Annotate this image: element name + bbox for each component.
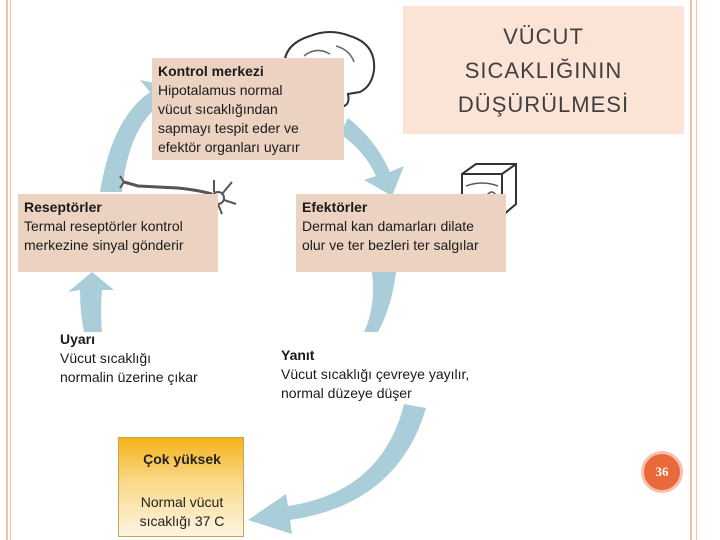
control-center-heading: Kontrol merkezi <box>158 63 264 79</box>
stimulus-heading: Uyarı <box>60 331 96 347</box>
effectors-line: olur ve ter bezleri ter salgılar <box>302 237 479 253</box>
frame-line <box>696 0 697 540</box>
response-line: Vücut sıcaklığı çevreye yayılır, <box>281 366 470 382</box>
effectors-box: Efektörler Dermal kan damarları dilate o… <box>296 194 506 272</box>
too-high-heading: Çok yüksek <box>143 451 221 467</box>
cycle-arrow-left <box>68 272 114 332</box>
too-high-box: Çok yüksek Normal vücut sıcaklığı 37 C <box>118 437 244 537</box>
normal-temperature-text: Normal vücut sıcaklığı 37 C <box>119 493 245 531</box>
receptors-line: merkezine sinyal gönderir <box>24 237 184 253</box>
receptors-heading: Reseptörler <box>24 199 102 215</box>
frame-line <box>690 0 692 540</box>
receptors-line: Termal reseptörler kontrol <box>24 218 183 234</box>
too-high-line: sıcaklığı 37 C <box>139 513 225 529</box>
receptors-box: Reseptörler Termal reseptörler kontrol m… <box>18 194 218 272</box>
effectors-line: Dermal kan damarları dilate <box>302 218 474 234</box>
cycle-arrow-lower-right <box>248 404 426 534</box>
control-center-line: Hipotalamus normal <box>158 82 283 98</box>
title-line: SICAKLIĞININ <box>464 58 623 83</box>
stimulus-label: Uyarı Vücut sıcaklığı normalin üzerine ç… <box>60 330 260 387</box>
stimulus-line: normalin üzerine çıkar <box>60 369 198 385</box>
control-center-line: vücut sıcaklığından <box>158 101 278 117</box>
slide-title: VÜCUT SICAKLIĞININ DÜŞÜRÜLMESİ <box>403 20 684 122</box>
cycle-arrow-right <box>364 272 396 332</box>
response-line: normal düzeye düşer <box>281 385 412 401</box>
page-number-badge: 36 <box>641 451 683 493</box>
cycle-arrow-upper-right <box>340 118 404 196</box>
response-heading: Yanıt <box>281 347 315 363</box>
title-line: DÜŞÜRÜLMESİ <box>457 92 630 117</box>
effectors-heading: Efektörler <box>302 199 368 215</box>
response-label: Yanıt Vücut sıcaklığı çevreye yayılır, n… <box>281 346 521 403</box>
title-line: VÜCUT <box>503 24 584 49</box>
control-center-line: efektör organları uyarır <box>158 139 300 155</box>
control-center-box: Kontrol merkezi Hipotalamus normal vücut… <box>152 58 344 160</box>
title-box: VÜCUT SICAKLIĞININ DÜŞÜRÜLMESİ <box>403 6 684 134</box>
frame-line <box>10 0 11 540</box>
stimulus-line: Vücut sıcaklığı <box>60 350 152 366</box>
control-center-line: sapmayı tespit eder ve <box>158 120 299 136</box>
frame-line <box>6 0 8 540</box>
too-high-line: Normal vücut <box>140 494 224 510</box>
